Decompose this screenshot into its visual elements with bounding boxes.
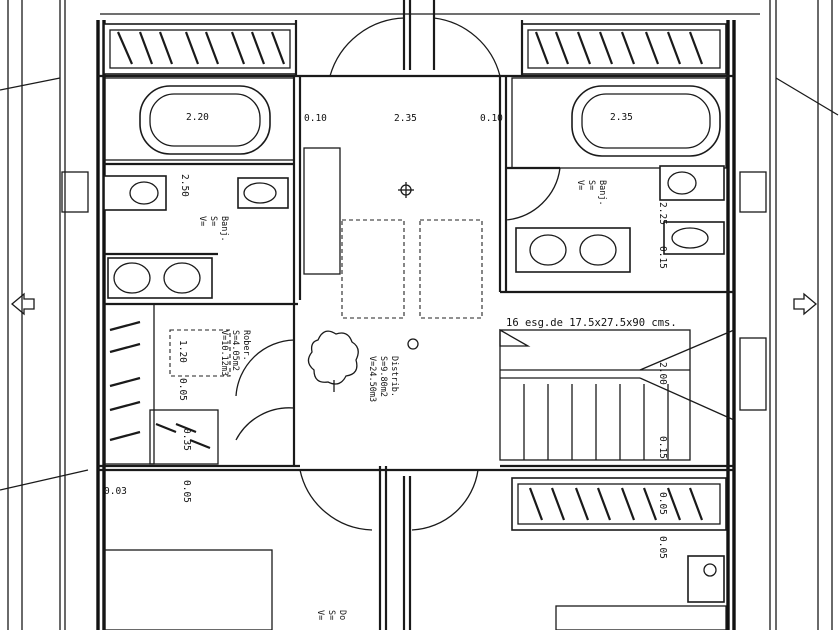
direction-arrows xyxy=(10,171,818,411)
stairs xyxy=(499,328,735,461)
arrow-left-icon xyxy=(10,292,35,316)
bottom-room-volume: V= xyxy=(315,610,325,620)
dim-left-2: 1.20 xyxy=(177,340,188,363)
closet-top-right xyxy=(521,23,727,75)
dimension-labels: 2.20 0.10 2.35 0.10 2.35 2.50 1.20 0.05 … xyxy=(104,112,668,559)
dim-left-1: 2.50 xyxy=(179,174,190,197)
bath-right-volume: V= xyxy=(575,180,585,190)
dim-top-4: 0.10 xyxy=(480,113,503,124)
bath-left-volume: V= xyxy=(197,216,207,226)
dim-top-2: 0.10 xyxy=(304,113,327,124)
hall-area: S=9.80m2 xyxy=(378,356,388,397)
dim-left-4: 0.35 xyxy=(181,428,192,451)
wardrobe-area: S=4.05m2 xyxy=(230,330,240,371)
dim-left-5: 0.05 xyxy=(181,480,192,503)
top-doors xyxy=(294,0,524,77)
wardrobe-volume: V=10.12m3 xyxy=(219,330,229,376)
wardrobe-name: Rober. xyxy=(241,330,251,361)
bath-left-area: S= xyxy=(208,216,218,226)
bottom-area xyxy=(103,466,727,630)
bath-left-name: Banj. xyxy=(219,216,229,242)
dim-right-5: 0.05 xyxy=(657,492,668,515)
bath-right-name: Banj. xyxy=(597,180,607,206)
dim-right-1: 2.25 xyxy=(657,202,668,225)
dim-top-3: 2.35 xyxy=(394,113,417,124)
bathroom-left xyxy=(103,76,302,300)
bottom-room-area: S= xyxy=(326,610,336,620)
dim-top-5: 2.35 xyxy=(610,112,633,123)
dim-right-2: 0.15 xyxy=(657,246,668,269)
hall-volume: V=24.50m3 xyxy=(367,356,377,402)
dim-right-3: 2.00 xyxy=(657,362,668,385)
hall-name: Distrib. xyxy=(389,356,399,397)
dim-left-3: 0.05 xyxy=(177,378,188,401)
dim-right-6: 0.05 xyxy=(657,536,668,559)
arrow-right-icon xyxy=(793,292,818,316)
bottom-room-name: Do xyxy=(337,610,347,620)
dim-right-4: 0.15 xyxy=(657,436,668,459)
hall xyxy=(303,147,483,392)
closet-top-left xyxy=(103,23,297,75)
dim-top-1: 2.20 xyxy=(186,112,209,123)
dim-left-6: 0.03 xyxy=(104,486,127,497)
bath-right-area: S= xyxy=(586,180,596,190)
stair-note: 16 esg.de 17.5x27.5x90 cms. xyxy=(506,317,677,329)
bathroom-right xyxy=(498,76,734,294)
wardrobe-room xyxy=(103,300,298,466)
room-labels: Banj. S= V= Banj. S= V= Rober. S=4.05m2 … xyxy=(197,180,607,620)
